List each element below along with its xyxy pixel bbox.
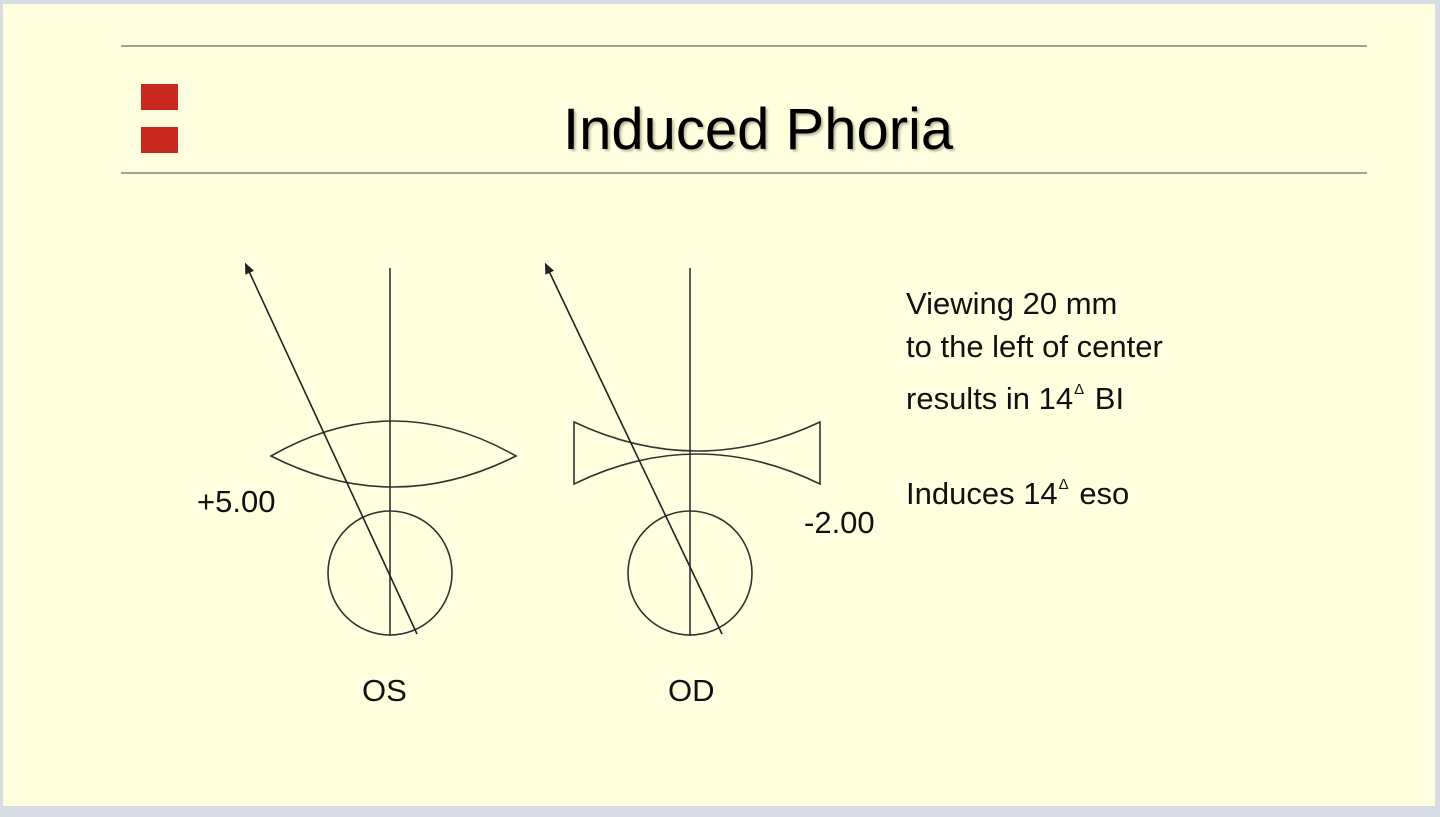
prism-diopter-symbol: Δ	[1058, 476, 1069, 493]
os-eye-label: OS	[362, 673, 407, 708]
od-eye-globe	[627, 510, 753, 636]
notes-induces-prefix: Induces 14	[906, 476, 1058, 511]
bullet-square-icon	[141, 127, 178, 153]
notes-results-prefix: results in 14	[906, 381, 1074, 416]
notes-spacer	[906, 420, 1163, 463]
slide-title: Induced Phoria	[563, 97, 954, 162]
notes-results-suffix: BI	[1086, 381, 1125, 416]
od-eye-group	[544, 262, 821, 636]
bullet-square-icon	[141, 84, 178, 110]
os-line-of-sight-arrow	[244, 262, 418, 635]
prism-diopter-symbol: Δ	[1074, 381, 1085, 398]
title-rule-bottom	[121, 172, 1367, 174]
slide: Induced Phoria	[3, 4, 1435, 806]
title-rule-top	[121, 45, 1367, 47]
os-convex-lens	[269, 420, 518, 488]
os-eye-group	[244, 262, 518, 636]
notes-line-results: results in 14Δ BI	[906, 368, 1163, 420]
notes-line-viewing: Viewing 20 mm	[906, 286, 1118, 321]
notes-line-induces: Induces 14Δ eso	[906, 463, 1163, 515]
od-line-of-sight-arrow	[544, 262, 723, 635]
os-lens-power-label: +5.00	[197, 484, 276, 519]
notes-line-left-of-center: to the left of center	[906, 329, 1163, 364]
os-eye-globe	[327, 510, 453, 636]
od-concave-lens	[573, 420, 821, 486]
od-lens-power-label: -2.00	[804, 505, 875, 540]
notes-induces-suffix: eso	[1070, 476, 1130, 511]
notes-text-block: Viewing 20 mm to the left of center resu…	[906, 282, 1163, 515]
od-eye-label: OD	[668, 673, 715, 708]
